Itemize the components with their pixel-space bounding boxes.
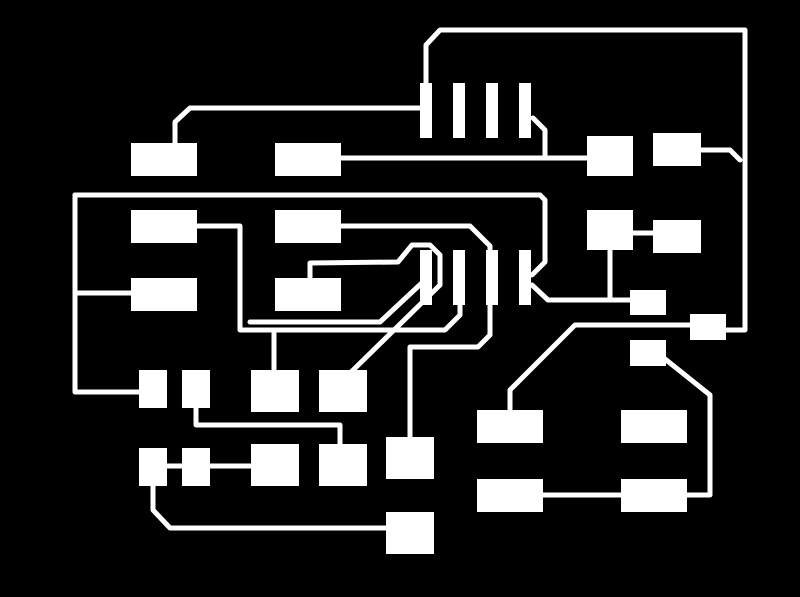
smd-pad: [477, 410, 543, 443]
smd-pad: [131, 143, 197, 176]
smd-pad: [251, 370, 299, 412]
smd-pad: [630, 340, 666, 366]
smd-pad: [653, 133, 701, 166]
smd-pad: [386, 512, 434, 554]
trace: [72, 192, 548, 278]
traces: [72, 27, 748, 531]
ic-pin: [486, 83, 498, 138]
trace: [530, 115, 548, 161]
smd-pad: [139, 370, 167, 408]
smd-pad: [275, 143, 341, 176]
smd-pad: [386, 437, 434, 479]
ic-pin: [486, 250, 498, 305]
smd-pad: [690, 314, 726, 340]
trace: [657, 352, 713, 498]
smd-pad: [275, 278, 341, 311]
smd-pad: [587, 210, 633, 250]
trace: [529, 242, 613, 303]
trace: [150, 477, 398, 531]
trace: [172, 105, 429, 153]
ic-pin: [420, 250, 432, 305]
smd-pad: [182, 370, 210, 408]
smd-pad: [319, 370, 367, 412]
ic-pin: [453, 250, 465, 305]
smd-pad: [653, 220, 701, 253]
ic-pin: [453, 83, 465, 138]
pads: [131, 83, 726, 554]
trace: [247, 277, 428, 325]
smd-pad: [587, 136, 633, 176]
smd-pad: [139, 448, 167, 486]
smd-pad: [630, 290, 666, 315]
ic-pin: [519, 83, 531, 138]
smd-pad: [477, 479, 543, 512]
trace: [507, 322, 698, 421]
trace: [692, 147, 743, 163]
smd-pad: [131, 210, 197, 243]
ic-pin: [420, 83, 432, 138]
trace: [307, 242, 443, 381]
smd-pad: [131, 278, 197, 311]
trace: [72, 192, 148, 395]
smd-pad: [275, 210, 341, 243]
trace: [423, 27, 748, 333]
trace: [187, 223, 463, 333]
smd-pad: [621, 479, 687, 512]
trace: [332, 223, 493, 448]
smd-pad: [251, 444, 299, 486]
smd-pad: [182, 448, 210, 486]
smd-pad: [319, 444, 367, 486]
smd-pad: [621, 410, 687, 443]
ic-pin: [519, 250, 531, 305]
trace: [193, 397, 343, 453]
